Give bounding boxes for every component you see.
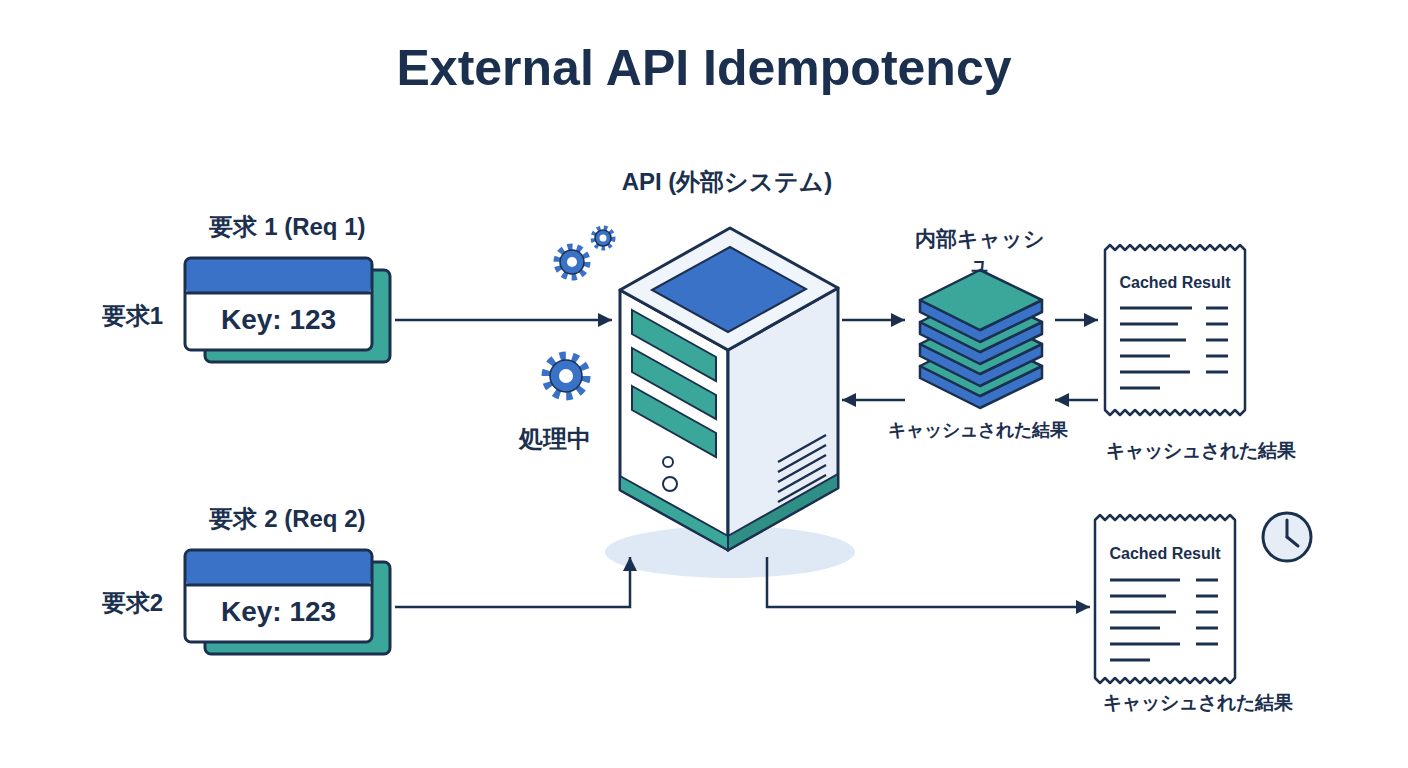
edge-label: キャッシュされた結果 — [870, 420, 1085, 442]
server-heading: API (外部システム) — [612, 168, 842, 197]
request-label: 要求1 — [80, 302, 185, 331]
key-text: Key: 123 — [185, 303, 372, 337]
doc-line — [1196, 579, 1218, 582]
doc-line — [1206, 339, 1228, 342]
status-label: 処理中 — [500, 425, 610, 454]
diagram-title: External API Idempotency — [0, 38, 1408, 98]
doc-title: Cached Result — [1105, 273, 1245, 292]
gear-hole — [600, 235, 607, 242]
doc-line — [1206, 355, 1228, 358]
doc-line — [1196, 595, 1218, 598]
doc-line — [1120, 307, 1192, 310]
doc-title: Cached Result — [1095, 544, 1235, 563]
card-front — [185, 550, 372, 642]
clock-hand — [1287, 537, 1298, 546]
doc-line — [1120, 339, 1186, 342]
arrow-connector — [395, 319, 612, 322]
gear-hole — [559, 369, 573, 383]
gear-body — [595, 230, 611, 246]
document-paper — [1105, 245, 1245, 415]
gear-hole — [567, 257, 577, 267]
doc-caption: キャッシュされた結果 — [1090, 692, 1305, 715]
server-base — [620, 476, 728, 550]
card-heading: 要求 2 (Req 2) — [170, 505, 405, 534]
document-lines — [1110, 580, 1218, 660]
gear-teeth — [546, 356, 586, 396]
doc-line — [1206, 371, 1228, 374]
card-header — [186, 551, 371, 585]
arrow-connector — [842, 319, 905, 322]
doc-line — [1120, 387, 1160, 390]
cache-layer — [920, 270, 1042, 330]
cache-heading: 内部キャッシュ — [905, 226, 1055, 276]
api-server: API (外部システム) — [612, 165, 842, 557]
arrow-connector — [767, 557, 1090, 607]
doc-line — [1110, 643, 1180, 646]
cache-stack: 内部キャッシュ — [905, 222, 1055, 412]
server-button — [663, 477, 677, 491]
doc-line — [1120, 355, 1170, 358]
document-paper — [1095, 515, 1235, 683]
vent-line — [778, 475, 826, 502]
doc-line — [1196, 627, 1218, 630]
server-light — [663, 457, 673, 467]
doc-caption: キャッシュされた結果 — [1098, 440, 1303, 463]
doc-line — [1110, 595, 1166, 598]
card-outline — [185, 258, 372, 350]
doc-line — [1196, 643, 1218, 646]
doc-line — [1206, 307, 1228, 310]
server-vent — [778, 435, 826, 502]
clock-hand — [1286, 520, 1289, 537]
gear-body — [560, 250, 584, 274]
document-lines — [1120, 308, 1228, 388]
request-card: 要求 2 (Req 2)Key: 123 — [180, 497, 395, 657]
doc-line — [1110, 627, 1160, 630]
card-front — [185, 258, 372, 350]
doc-line — [1206, 323, 1228, 326]
cached-result-doc: Cached Result キャッシュされた結果 — [1098, 240, 1303, 472]
card-divider — [185, 292, 372, 295]
arrow-connector — [1055, 399, 1098, 402]
doc-line — [1120, 371, 1190, 374]
gear-icon — [557, 247, 587, 277]
server-top-panel — [652, 247, 806, 332]
doc-line — [1120, 323, 1178, 326]
request-card: 要求 1 (Req 1)Key: 123 — [180, 205, 395, 365]
doc-line — [1110, 579, 1180, 582]
cache-stack — [920, 270, 1042, 408]
doc-line — [1196, 611, 1218, 614]
arrow-connector — [395, 557, 630, 607]
gear-body — [550, 360, 582, 392]
doc-line — [1110, 611, 1176, 614]
arrow-connector — [842, 399, 905, 402]
clock-icon — [1263, 513, 1311, 561]
card-heading: 要求 1 (Req 1) — [170, 213, 405, 242]
card-header — [186, 259, 371, 293]
drive-slot — [632, 386, 716, 457]
key-text: Key: 123 — [185, 595, 372, 629]
arrow-connector — [1055, 319, 1098, 322]
card-outline — [185, 550, 372, 642]
gear-icon — [593, 228, 613, 248]
card-divider — [185, 584, 372, 587]
cached-result-doc: Cached Result キャッシュされた結果 — [1090, 508, 1318, 724]
gear-teeth — [593, 228, 613, 248]
request-label: 要求2 — [80, 589, 185, 618]
clock-face — [1263, 513, 1311, 561]
gear-icon — [546, 356, 586, 396]
gear-teeth — [557, 247, 587, 277]
server-base — [728, 474, 838, 550]
doc-line — [1110, 659, 1150, 662]
